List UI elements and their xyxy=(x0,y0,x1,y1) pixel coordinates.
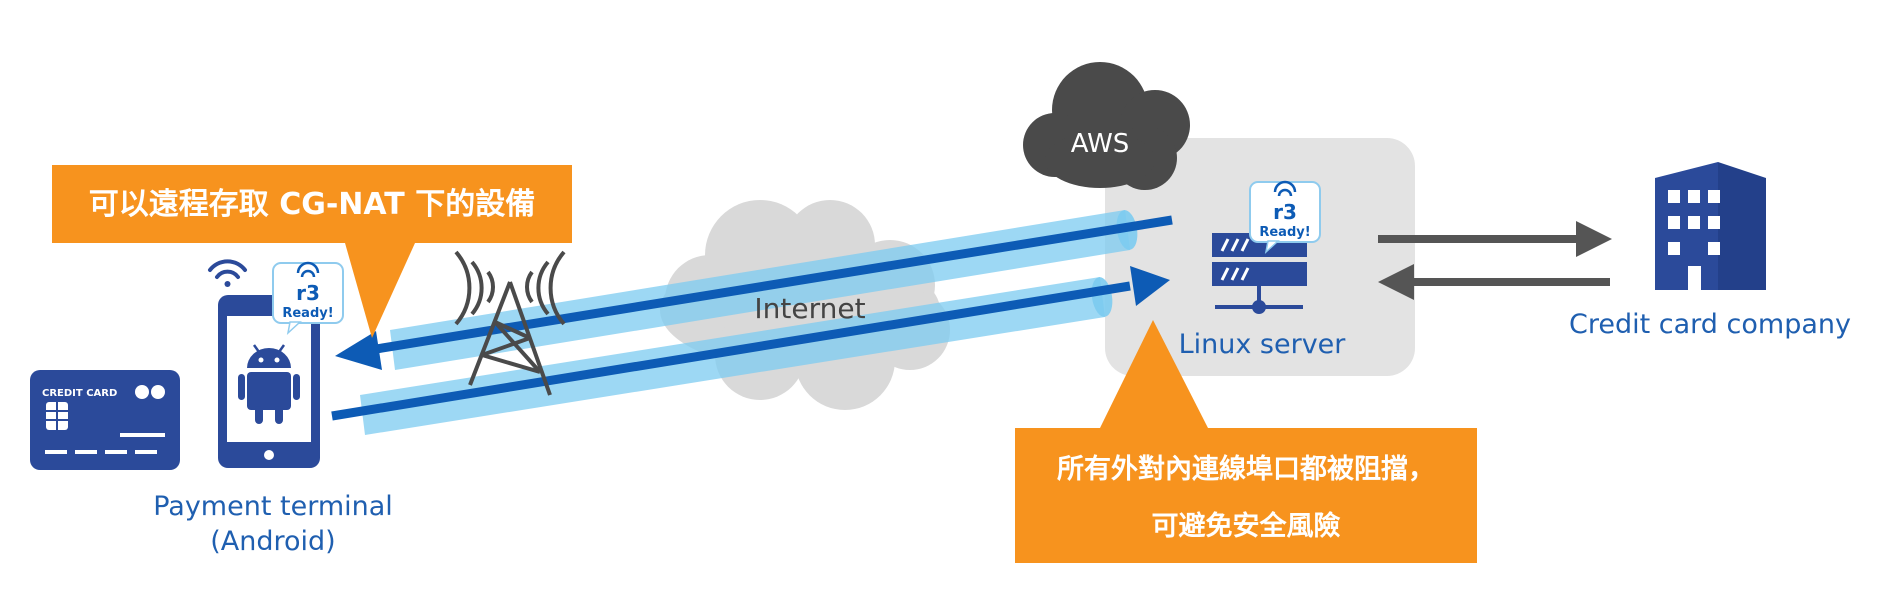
ready-badge-server-logo: r3 xyxy=(1273,200,1297,224)
payment-terminal-label-line2: (Android) xyxy=(210,526,335,557)
aws-label: AWS xyxy=(1071,129,1130,159)
ready-badge-terminal-text: Ready! xyxy=(282,306,333,321)
ready-badge-terminal xyxy=(272,261,344,336)
callout-top xyxy=(52,165,572,338)
callout-top-text: 可以遠程存取 CG-NAT 下的設備 xyxy=(89,187,535,222)
server-rack-icon xyxy=(1212,233,1307,314)
linux-server-label: Linux server xyxy=(1179,329,1347,360)
ready-badge-server-text: Ready! xyxy=(1259,225,1310,240)
callout-bottom-line2: 可避免安全風險 xyxy=(1152,510,1341,542)
arrow-company-to-server xyxy=(1378,264,1610,300)
payment-terminal-label-line1: Payment terminal xyxy=(153,491,393,522)
credit-card-icon xyxy=(30,370,180,470)
internet-label: Internet xyxy=(754,292,865,325)
credit-card-company-label: Credit card company xyxy=(1569,309,1851,340)
aws-cloud xyxy=(1023,62,1190,190)
ready-badge-terminal-logo: r3 xyxy=(296,281,320,305)
callout-bottom-line1: 所有外對內連線埠口都被阻擋， xyxy=(1057,453,1435,485)
wifi-icon xyxy=(208,259,247,287)
callout-bottom xyxy=(1015,320,1477,563)
arrow-terminal-to-server xyxy=(331,266,1170,421)
arrow-server-to-company xyxy=(1378,221,1612,257)
arrow-server-to-terminal xyxy=(335,215,1173,370)
android-icon xyxy=(238,344,300,424)
ready-badge-server xyxy=(1249,180,1321,255)
office-building-icon xyxy=(1655,162,1766,290)
cell-tower-icon xyxy=(454,250,566,396)
credit-card-text: CREDIT CARD xyxy=(42,388,117,399)
